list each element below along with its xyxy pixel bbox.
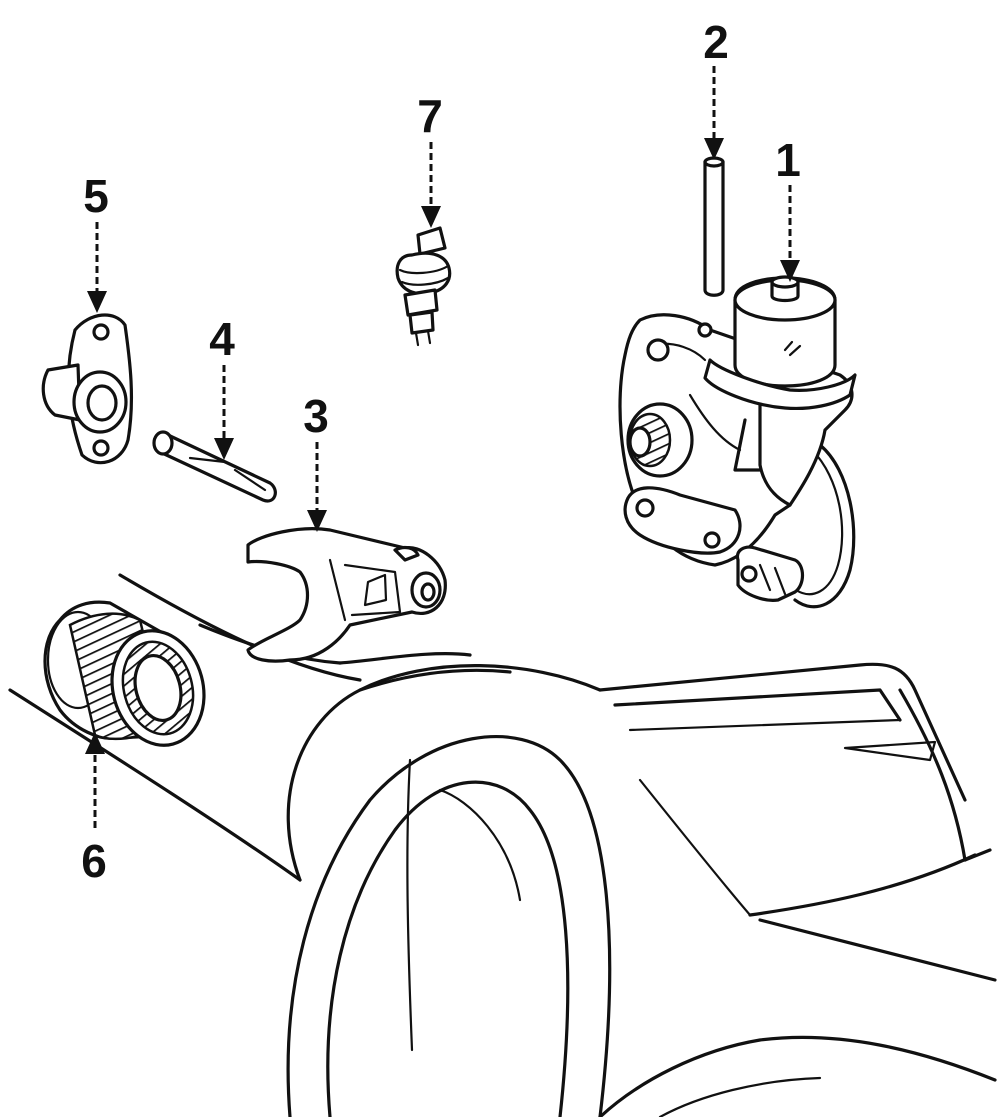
callout-label-3: 3 bbox=[303, 390, 329, 442]
transmission-housing bbox=[8, 573, 997, 1117]
callout-label-5: 5 bbox=[83, 170, 109, 222]
callout-1: 1 bbox=[775, 134, 801, 282]
callout-6: 6 bbox=[81, 732, 107, 887]
callout-label-1: 1 bbox=[775, 134, 801, 186]
arrowhead-1 bbox=[780, 260, 800, 282]
part-1-actuator-assembly bbox=[618, 275, 857, 609]
callout-2: 2 bbox=[703, 16, 729, 160]
arrowhead-5 bbox=[87, 291, 107, 313]
callout-label-7: 7 bbox=[417, 90, 443, 142]
callout-7: 7 bbox=[417, 90, 443, 228]
part-3-shift-fork bbox=[246, 527, 447, 663]
part-6-splined-hub bbox=[43, 600, 206, 747]
arrowhead-3 bbox=[307, 510, 327, 532]
callout-label-6: 6 bbox=[81, 835, 107, 887]
callout-5: 5 bbox=[83, 170, 109, 313]
part-4-shift-pin bbox=[152, 430, 277, 503]
callout-label-2: 2 bbox=[703, 16, 729, 68]
part-5-bearing-retainer bbox=[41, 313, 134, 465]
arrowhead-2 bbox=[704, 138, 724, 160]
callout-4: 4 bbox=[209, 313, 235, 460]
arrowhead-4 bbox=[214, 438, 234, 460]
part-2-rod bbox=[703, 156, 725, 297]
callout-3: 3 bbox=[303, 390, 329, 532]
arrowhead-7 bbox=[421, 206, 441, 228]
part-7-sensor-switch bbox=[395, 226, 452, 347]
arrowhead-6 bbox=[85, 732, 105, 754]
callout-label-4: 4 bbox=[209, 313, 235, 365]
